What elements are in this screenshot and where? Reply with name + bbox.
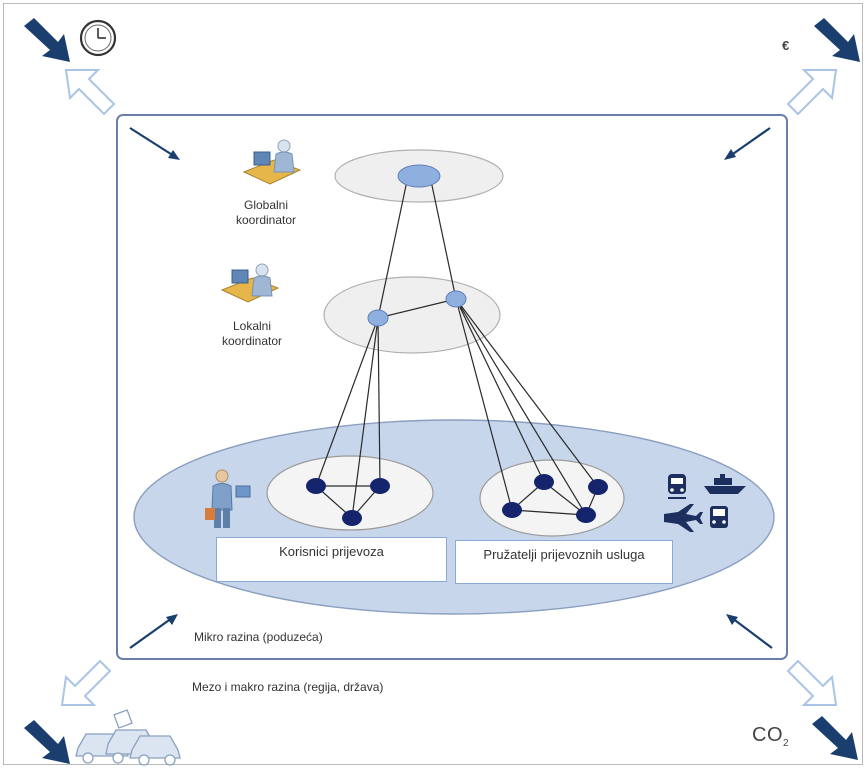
transport-users-box: Korisnici prijevoza — [216, 537, 447, 582]
user-node-1 — [306, 478, 326, 494]
local-node-b — [445, 290, 467, 308]
enterprise-nodes — [306, 474, 608, 526]
global-coordinator-person-icon — [242, 139, 302, 185]
dark-arrow-bottom-right — [812, 716, 858, 760]
dark-arrow-top-right — [814, 18, 860, 62]
provider-node-4 — [576, 507, 596, 523]
plane-icon — [664, 504, 703, 532]
outline-arrow-bottom-right — [786, 659, 838, 706]
provider-node-1 — [534, 474, 554, 490]
global-coordinator-label: Globalni koordinator — [235, 198, 297, 227]
local-level-ellipse — [323, 276, 501, 354]
local-coordinator-person-icon — [220, 263, 280, 303]
coordinator-nodes — [367, 164, 467, 327]
user-person-icon — [205, 469, 251, 528]
global-node — [397, 164, 441, 188]
micro-level-label: Mikro razina (poduzeća) — [194, 630, 323, 644]
user-node-2 — [370, 478, 390, 494]
co2-text: CO — [752, 724, 783, 746]
co2-label: CO2 — [752, 724, 789, 749]
user-node-3 — [342, 510, 362, 526]
meso-macro-level-label: Mezo i makro razina (regija, država) — [192, 680, 384, 694]
corner-outline-arrows — [60, 69, 838, 706]
provider-node-3 — [502, 502, 522, 518]
outline-arrow-bottom-left — [60, 659, 112, 706]
train-icon — [668, 474, 686, 499]
local-node-a — [367, 309, 389, 327]
outline-arrow-top-right — [786, 69, 838, 116]
transport-providers-box: Pružatelji prijevoznih usluga — [455, 540, 673, 584]
euro-label: € — [782, 38, 790, 53]
bus-icon — [710, 506, 728, 528]
ship-icon — [704, 474, 746, 494]
dark-arrow-top-left — [24, 18, 70, 62]
co2-subscript: 2 — [783, 738, 790, 749]
dark-arrow-bottom-left — [24, 720, 70, 764]
users-cluster-ellipse — [266, 455, 434, 531]
clock-icon — [79, 19, 117, 57]
cars-icon — [75, 709, 181, 766]
outer-frame — [3, 3, 863, 765]
outline-arrow-top-left — [64, 69, 116, 116]
provider-node-2 — [588, 479, 608, 495]
corner-dark-arrows — [24, 18, 860, 764]
inner-arrows — [129, 127, 773, 649]
local-coordinator-label: Lokalni koordinator — [221, 319, 283, 348]
